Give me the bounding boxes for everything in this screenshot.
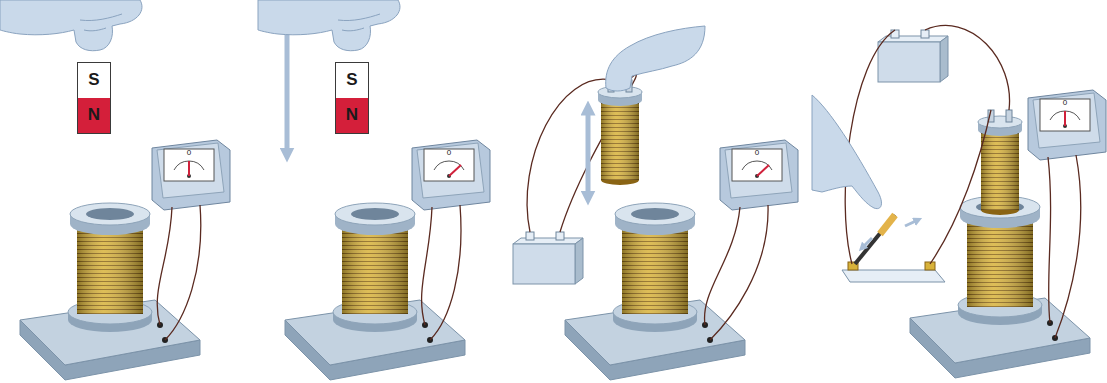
galvanometer	[412, 140, 490, 210]
coil	[958, 196, 1042, 325]
needle	[1064, 111, 1066, 126]
dial-mark: 0	[755, 149, 759, 157]
wire	[845, 25, 1009, 264]
coil	[598, 80, 642, 185]
wire	[157, 205, 201, 340]
motion-arrow	[586, 108, 591, 198]
switch-base	[842, 270, 945, 282]
needle	[757, 165, 769, 176]
motion-arrow	[862, 238, 872, 248]
galvanometer	[152, 140, 230, 210]
hand	[258, 0, 400, 51]
coil	[68, 203, 152, 332]
motion-arrow	[905, 220, 918, 226]
coil	[333, 203, 417, 332]
magnet: SN	[335, 62, 369, 134]
magnet: SN	[77, 62, 111, 134]
coil	[978, 110, 1022, 215]
battery	[878, 30, 948, 82]
pole-label: N	[78, 98, 110, 133]
wire	[1048, 155, 1081, 338]
battery	[513, 232, 583, 284]
needle	[188, 161, 190, 176]
motion-arrow	[285, 18, 290, 155]
switch-lever	[855, 215, 895, 264]
galvanometer	[720, 140, 798, 210]
dial-mark: 0	[187, 149, 191, 157]
hand	[606, 26, 705, 91]
switch-handle	[880, 215, 895, 234]
needle	[449, 165, 461, 176]
wire	[705, 205, 769, 340]
pole-label: S	[336, 63, 368, 98]
dial-mark: 0	[1063, 99, 1067, 107]
galvanometer	[1028, 90, 1106, 160]
dial-mark: 0	[447, 149, 451, 157]
wire	[422, 205, 461, 340]
hand	[812, 95, 881, 209]
pole-label: N	[336, 98, 368, 133]
pole-label: S	[78, 63, 110, 98]
coil	[613, 203, 697, 332]
hand	[0, 0, 142, 51]
